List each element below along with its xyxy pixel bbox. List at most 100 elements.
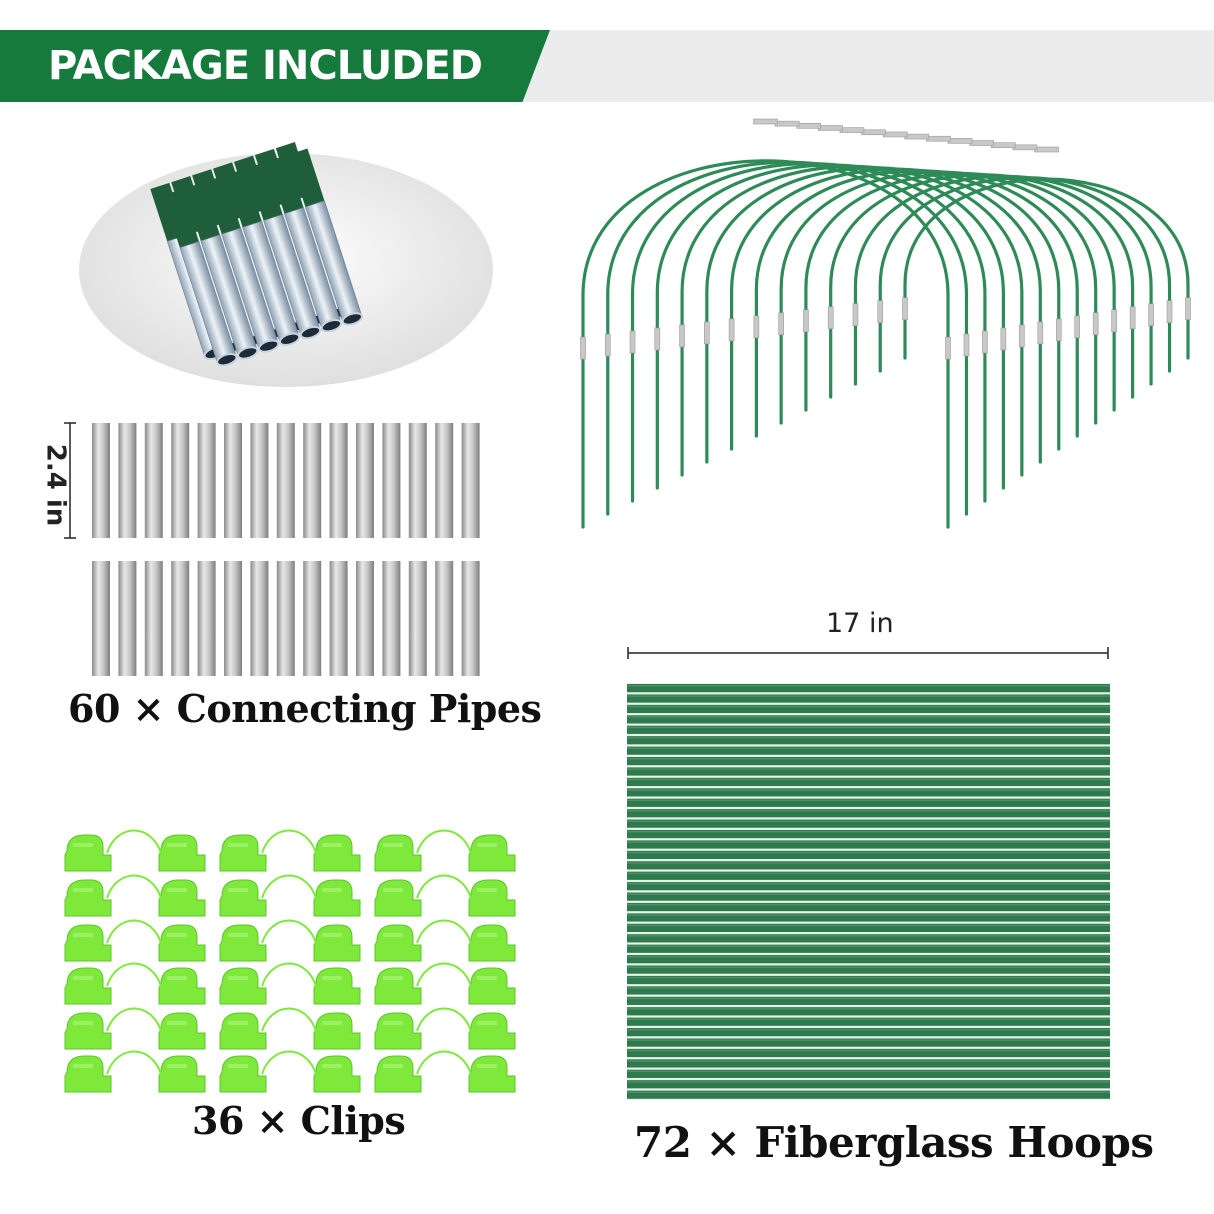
- connecting-pipe: [329, 561, 348, 676]
- fiberglass-rod: [627, 746, 1110, 755]
- clip-tether: [416, 1050, 472, 1075]
- clip-highlight: [477, 843, 497, 847]
- fiberglass-rod: [627, 1069, 1110, 1078]
- hoop-connector-sleeve: [654, 327, 661, 351]
- hoop-length-label: 17 in: [826, 608, 894, 639]
- clip-pair: [374, 962, 516, 1005]
- clip: [374, 924, 422, 962]
- fiberglass-rod: [627, 882, 1110, 891]
- clip: [64, 967, 112, 1005]
- fiberglass-rod: [627, 704, 1110, 714]
- rod-highlight: [627, 716, 1110, 718]
- clip-highlight: [228, 976, 248, 980]
- clip-highlight: [228, 1064, 248, 1068]
- rod-highlight: [627, 966, 1110, 968]
- tube-opening: [258, 339, 280, 353]
- fiberglass-rod: [627, 809, 1110, 818]
- hoop-connector-sleeve: [902, 297, 908, 320]
- rod-highlight: [627, 1039, 1110, 1041]
- clip-highlight: [322, 976, 342, 980]
- clip: [64, 834, 112, 872]
- rod-highlight: [627, 1070, 1110, 1073]
- hoop-connector-sleeve: [728, 318, 735, 342]
- hoop-connector-sleeve: [1166, 300, 1173, 323]
- tube-green-end: [288, 148, 325, 207]
- rod-highlight: [627, 695, 1110, 697]
- connecting-pipe: [118, 423, 137, 538]
- clip: [219, 834, 267, 872]
- fiberglass-rod: [627, 684, 1110, 693]
- connecting-pipe: [250, 561, 269, 676]
- rod-highlight: [627, 757, 1110, 760]
- clip: [219, 1055, 267, 1093]
- clip: [374, 879, 422, 917]
- connecting-pipe: [276, 423, 295, 538]
- rod-highlight: [627, 685, 1110, 687]
- clip-tether: [106, 962, 162, 987]
- clip-tether: [106, 919, 162, 944]
- fiberglass-rod: [627, 850, 1110, 860]
- clip-highlight: [383, 888, 403, 892]
- tube-opening: [320, 319, 343, 333]
- rod-highlight: [627, 903, 1110, 906]
- hoop-connector-sleeve: [1111, 309, 1117, 333]
- hoop-connector-sleeve: [679, 324, 685, 348]
- connecting-pipe: [197, 423, 216, 538]
- clip-highlight: [167, 1021, 187, 1025]
- hoop-connector-sleeve: [1000, 327, 1007, 351]
- rod-highlight: [627, 778, 1110, 781]
- clip-pair: [374, 829, 516, 872]
- clip-highlight: [167, 1064, 187, 1068]
- fiberglass-rod: [627, 892, 1110, 901]
- clip-tether: [416, 962, 472, 987]
- rod-highlight: [627, 872, 1110, 875]
- rod-highlight: [627, 768, 1110, 770]
- connecting-pipe: [435, 423, 454, 538]
- rod-highlight: [627, 976, 1110, 979]
- clip-highlight: [73, 888, 93, 892]
- hoop-connector-sleeve: [580, 336, 586, 360]
- fiberglass-rod: [627, 1080, 1110, 1089]
- tube-green-end: [225, 168, 262, 228]
- fiberglass-rod: [627, 819, 1110, 828]
- clip-tether: [261, 874, 317, 899]
- rod-highlight: [627, 705, 1110, 708]
- clip-highlight: [383, 933, 403, 937]
- clip: [313, 924, 361, 962]
- hoop-connector-sleeve: [753, 118, 778, 125]
- connecting-pipe: [118, 561, 137, 676]
- clip: [219, 1012, 267, 1050]
- connecting-pipe: [303, 423, 322, 538]
- clip-highlight: [167, 888, 187, 892]
- fiberglass-rod: [627, 1028, 1110, 1037]
- fiberglass-rod: [627, 1017, 1110, 1026]
- fiberglass-rod: [627, 913, 1110, 922]
- clip: [158, 967, 206, 1005]
- clip: [374, 1055, 422, 1093]
- tube-green-end: [267, 155, 304, 214]
- fiberglass-rod: [627, 1090, 1110, 1099]
- tube-opening: [278, 332, 301, 346]
- clip-highlight: [383, 976, 403, 980]
- tube-opening: [341, 312, 363, 326]
- fiberglass-rod: [627, 767, 1110, 776]
- clip-tether: [261, 962, 317, 987]
- clip-highlight: [73, 933, 93, 937]
- clip: [219, 924, 267, 962]
- fiberglass-rod: [627, 777, 1110, 787]
- clip-pair: [64, 1007, 206, 1050]
- hoop-connector-sleeve: [877, 300, 884, 323]
- fiberglass-rod: [627, 902, 1110, 912]
- connecting-pipe: [197, 561, 216, 676]
- clip-highlight: [228, 933, 248, 937]
- clip-highlight: [477, 1064, 497, 1068]
- rod-highlight: [627, 820, 1110, 822]
- tube-opening: [299, 325, 322, 340]
- rod-highlight: [627, 924, 1110, 927]
- hoop-connector-sleeve: [803, 309, 809, 333]
- clip-highlight: [477, 1021, 497, 1025]
- clip: [158, 1012, 206, 1050]
